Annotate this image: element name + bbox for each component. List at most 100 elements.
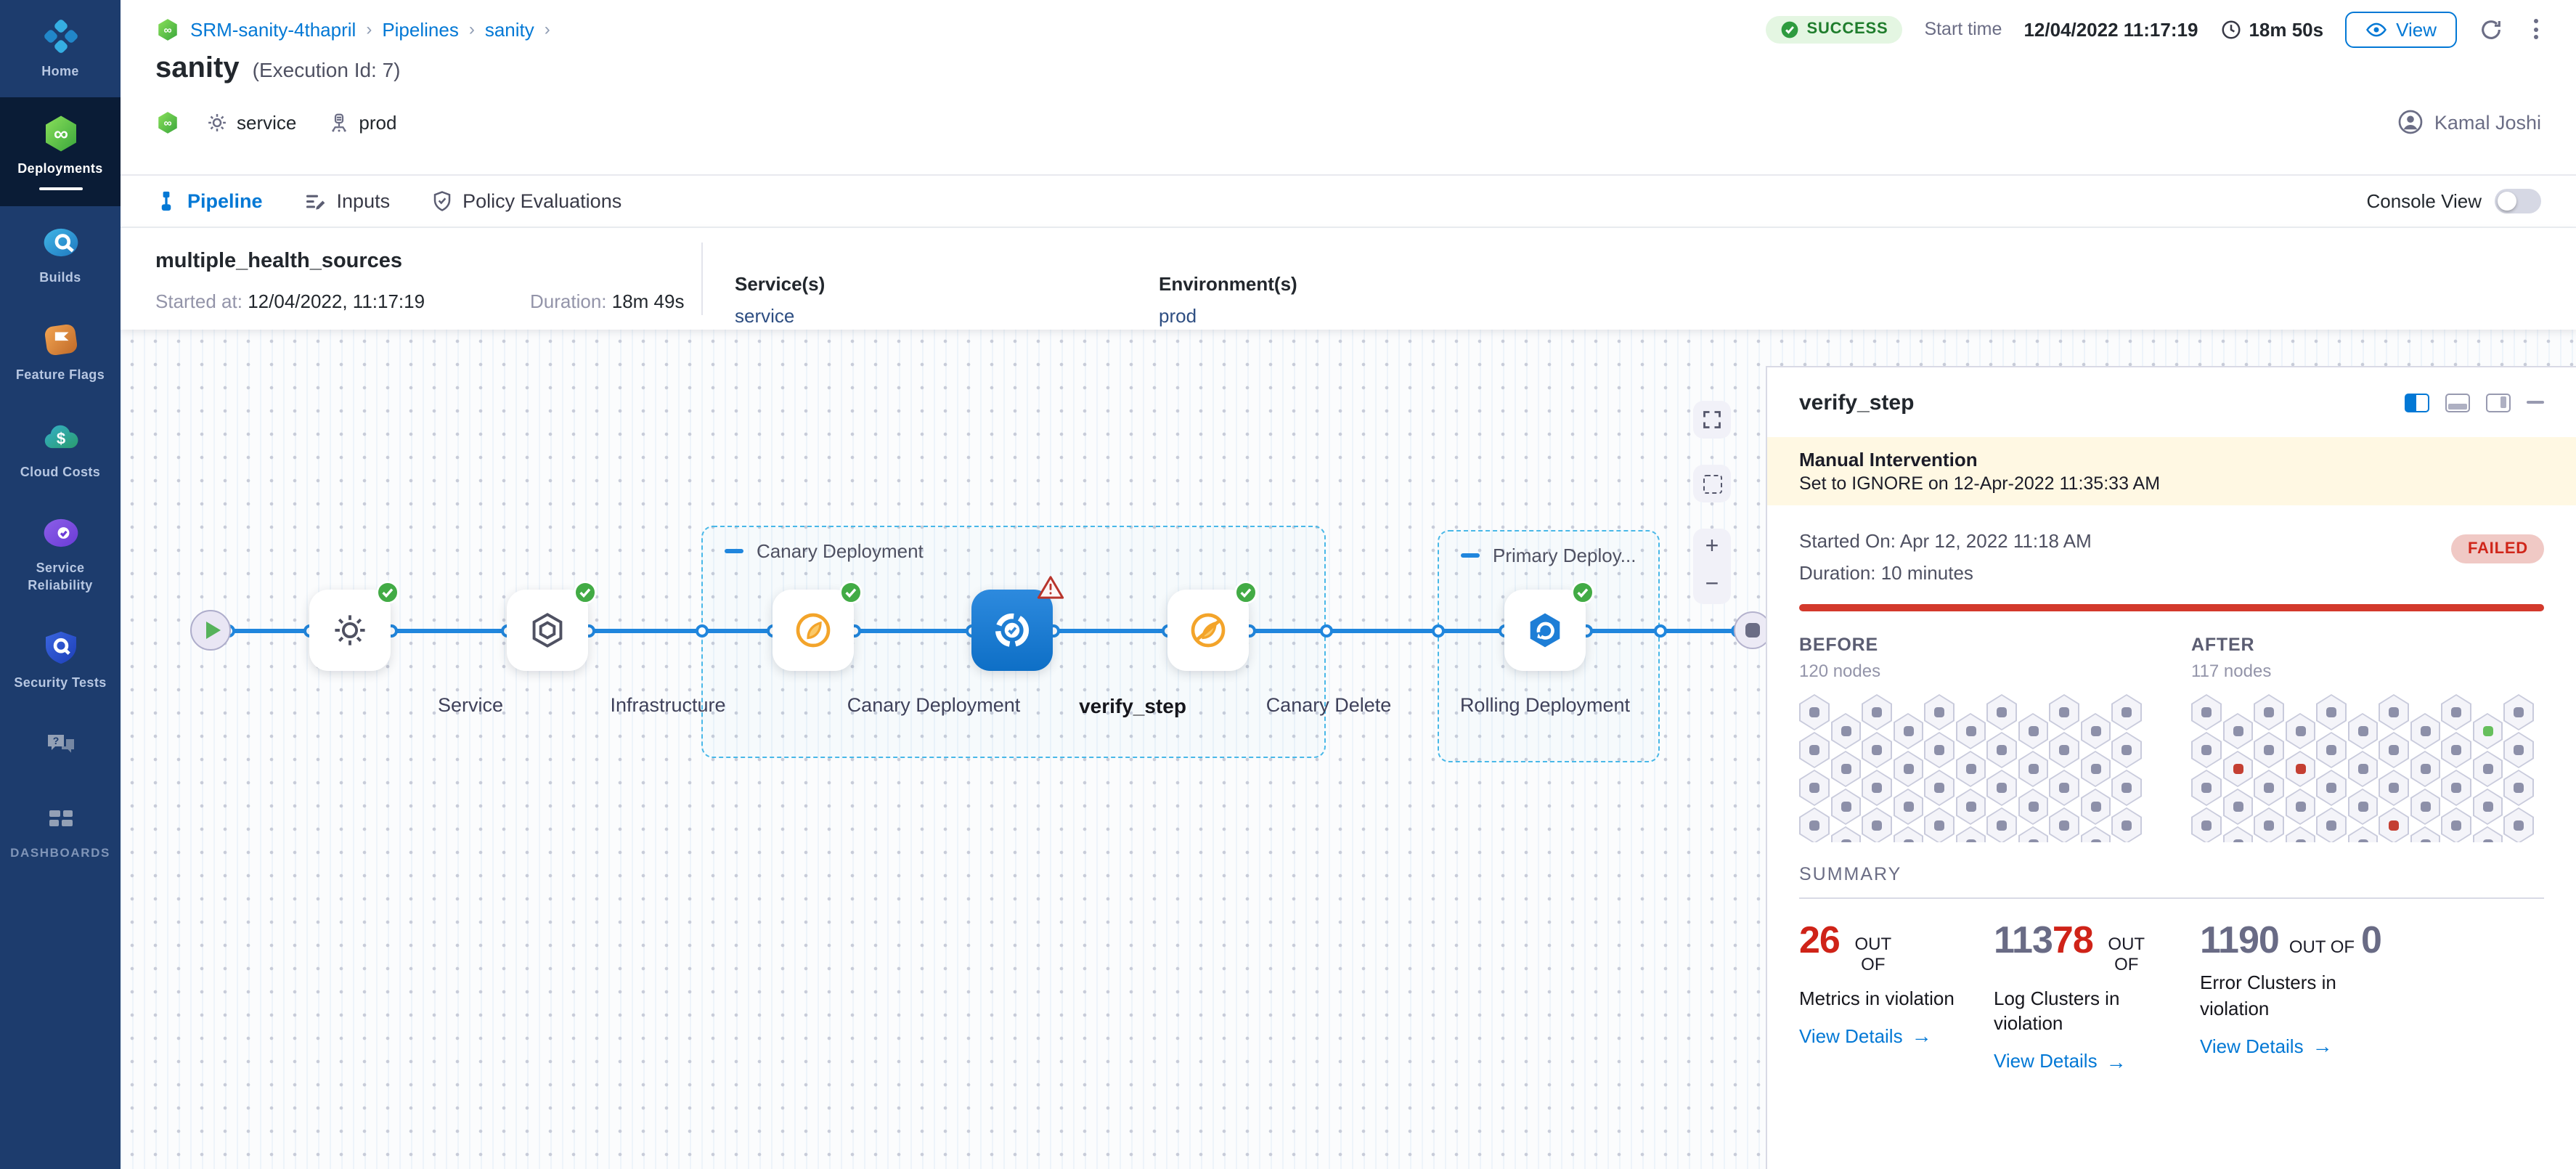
sidebar-item-security-tests[interactable]: Security Tests <box>0 611 121 708</box>
node-hexagon[interactable] <box>2285 751 2315 787</box>
node-hexagon[interactable] <box>2316 770 2347 806</box>
node-hexagon[interactable] <box>2503 732 2534 768</box>
service-link[interactable]: service <box>735 305 795 327</box>
node-hexagon[interactable] <box>2472 789 2503 825</box>
sidebar-item-dashboards[interactable]: DASHBOARDS <box>0 781 121 876</box>
node-hexagon[interactable] <box>2191 694 2222 730</box>
breadcrumb-pipelines[interactable]: Pipelines <box>382 18 459 40</box>
node-hexagon[interactable] <box>2347 713 2378 749</box>
fullscreen-button[interactable] <box>1693 401 1731 439</box>
node-hexagon[interactable] <box>2018 789 2048 825</box>
node-hexagon[interactable] <box>2503 807 2534 842</box>
breadcrumb-project[interactable]: SRM-sanity-4thapril <box>190 18 356 40</box>
marquee-select-button[interactable] <box>1693 465 1731 502</box>
node-hexagon[interactable] <box>1830 751 1861 787</box>
node-hexagon[interactable] <box>1955 826 1986 842</box>
node-hexagon[interactable] <box>1924 694 1955 730</box>
node-hexagon[interactable] <box>2347 751 2378 787</box>
node-rolling-deployment[interactable] <box>1504 581 1594 671</box>
node-hexagon[interactable] <box>2441 770 2471 806</box>
environment-tag[interactable]: prod <box>328 111 396 133</box>
node-hexagon[interactable] <box>1862 770 1892 806</box>
sidebar-item-feature-flags[interactable]: Feature Flags <box>0 304 121 400</box>
node-hexagon[interactable] <box>1799 770 1830 806</box>
more-options-button[interactable] <box>2525 16 2547 42</box>
node-hexagon[interactable] <box>2111 694 2142 730</box>
node-hexagon[interactable] <box>2316 694 2347 730</box>
sidebar-item-help[interactable]: ? <box>0 708 121 781</box>
node-hexagon[interactable] <box>2379 770 2409 806</box>
breadcrumb-page[interactable]: sanity <box>484 18 534 40</box>
node-hexagon[interactable] <box>1799 732 1830 768</box>
node-hexagon[interactable] <box>2316 807 2347 842</box>
node-hexagon[interactable] <box>1955 713 1986 749</box>
node-hexagon[interactable] <box>2441 807 2471 842</box>
node-hexagon[interactable] <box>2222 713 2253 749</box>
node-hexagon[interactable] <box>2191 732 2222 768</box>
node-hexagon[interactable] <box>1986 732 2017 768</box>
node-hexagon[interactable] <box>1924 732 1955 768</box>
node-hexagon[interactable] <box>2379 807 2409 842</box>
node-hexagon[interactable] <box>1924 807 1955 842</box>
view-details-link[interactable]: View Details→ <box>2200 1034 2333 1058</box>
node-hexagon[interactable] <box>2080 751 2111 787</box>
node-hexagon[interactable] <box>2410 826 2440 842</box>
node-hexagon[interactable] <box>1862 732 1892 768</box>
node-hexagon[interactable] <box>2503 770 2534 806</box>
tab-pipeline[interactable]: Pipeline <box>155 190 263 212</box>
view-details-link[interactable]: View Details→ <box>1799 1024 1932 1048</box>
node-hexagon[interactable] <box>2222 751 2253 787</box>
service-tag[interactable]: service <box>206 111 296 133</box>
node-hexagon[interactable] <box>1862 694 1892 730</box>
console-view-toggle[interactable] <box>2495 189 2541 213</box>
node-hexagon[interactable] <box>2285 826 2315 842</box>
node-hexagon[interactable] <box>2049 732 2079 768</box>
node-hexagon[interactable] <box>2080 826 2111 842</box>
group-label[interactable]: Primary Deploy... <box>1461 545 1636 566</box>
node-hexagon[interactable] <box>2410 713 2440 749</box>
node-hexagon[interactable] <box>1830 713 1861 749</box>
node-hexagon[interactable] <box>2410 789 2440 825</box>
environment-link[interactable]: prod <box>1159 305 1197 327</box>
tab-inputs[interactable]: Inputs <box>303 190 390 213</box>
node-hexagon[interactable] <box>2222 826 2253 842</box>
node-hexagon[interactable] <box>2472 826 2503 842</box>
node-hexagon[interactable] <box>2379 694 2409 730</box>
node-hexagon[interactable] <box>1862 807 1892 842</box>
node-hexagon[interactable] <box>1924 770 1955 806</box>
node-hexagon[interactable] <box>2049 694 2079 730</box>
zoom-out-button[interactable]: − <box>1705 572 1719 597</box>
node-hexagon[interactable] <box>2316 732 2347 768</box>
node-hexagon[interactable] <box>2472 713 2503 749</box>
sidebar-item-deployments[interactable]: ∞ Deployments <box>0 97 121 207</box>
layout-right-icon[interactable] <box>2486 393 2511 412</box>
node-service[interactable] <box>309 581 399 671</box>
node-hexagon[interactable] <box>2191 807 2222 842</box>
node-hexagon[interactable] <box>1955 751 1986 787</box>
node-hexagon[interactable] <box>1830 826 1861 842</box>
node-verify-step[interactable] <box>971 576 1064 671</box>
node-hexagon[interactable] <box>2018 826 2048 842</box>
node-hexagon[interactable] <box>1986 694 2017 730</box>
node-hexagon[interactable] <box>1955 789 1986 825</box>
node-hexagon[interactable] <box>2018 713 2048 749</box>
view-button[interactable]: View <box>2345 11 2457 47</box>
node-hexagon[interactable] <box>2080 713 2111 749</box>
node-hexagon[interactable] <box>1986 770 2017 806</box>
node-canary-delete[interactable] <box>1167 581 1258 671</box>
node-hexagon[interactable] <box>2111 807 2142 842</box>
node-hexagon[interactable] <box>2049 770 2079 806</box>
sidebar-item-builds[interactable]: Builds <box>0 207 121 304</box>
current-user[interactable]: Kamal Joshi <box>2398 109 2541 135</box>
node-hexagon[interactable] <box>2503 694 2534 730</box>
sidebar-item-service-reliability[interactable]: Service Reliability <box>0 497 121 611</box>
node-hexagon[interactable] <box>2018 751 2048 787</box>
node-hexagon[interactable] <box>2347 789 2378 825</box>
node-hexagon[interactable] <box>2472 751 2503 787</box>
sidebar-item-cloud-costs[interactable]: $ Cloud Costs <box>0 401 121 497</box>
node-hexagon[interactable] <box>2254 694 2284 730</box>
node-infrastructure[interactable] <box>507 581 597 671</box>
pipeline-start-node[interactable] <box>190 610 231 651</box>
node-hexagon[interactable] <box>2285 713 2315 749</box>
node-hexagon[interactable] <box>2191 770 2222 806</box>
